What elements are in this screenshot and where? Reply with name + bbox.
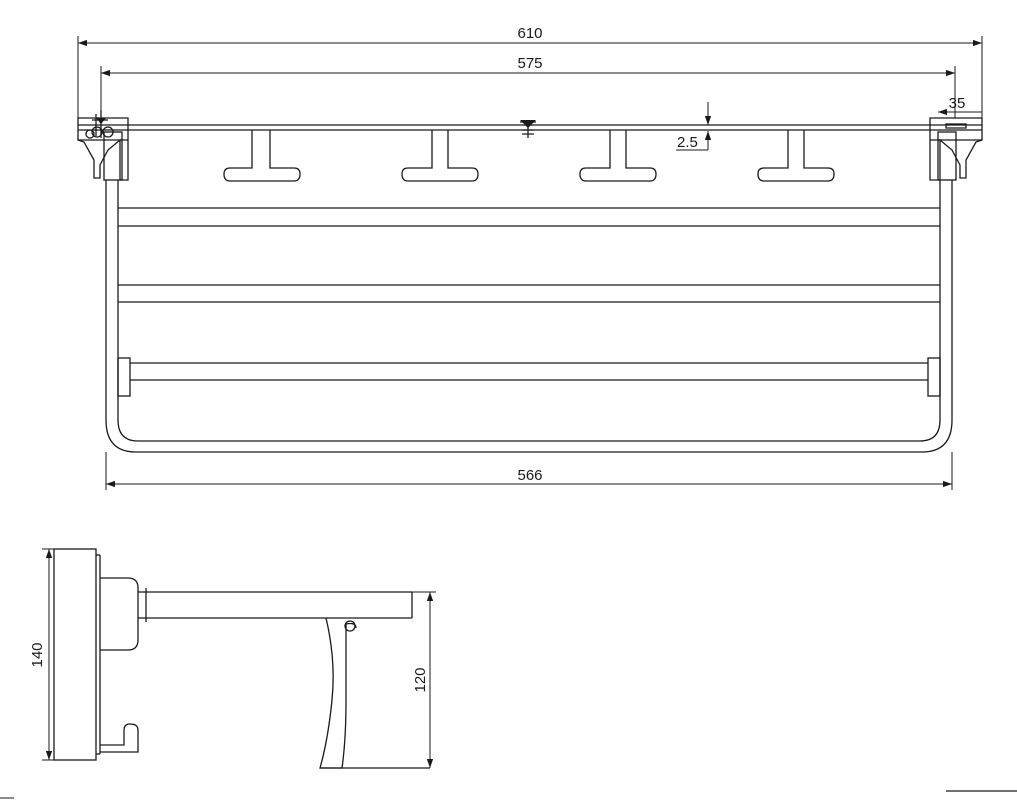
bracket-block <box>100 577 147 651</box>
shelf-arm <box>146 591 413 619</box>
side-view: 140 <box>29 548 436 769</box>
dimension-bracket-width: 35 <box>938 95 982 118</box>
wall-plate <box>53 548 101 761</box>
shelf-drop-label: 120 <box>412 667 429 692</box>
dimension-side-height: 140 <box>29 548 96 761</box>
dimension-shelf-drop: 120 <box>412 591 436 768</box>
shelf-bars <box>118 207 940 303</box>
side-posts <box>105 180 953 420</box>
mount-width-label: 575 <box>517 55 542 72</box>
bottom-width-label: 566 <box>517 467 542 484</box>
dimension-bottom-width: 566 <box>105 452 953 490</box>
overall-width-label: 610 <box>517 25 542 42</box>
lower-towel-bar <box>117 357 941 397</box>
hook-3 <box>579 130 657 182</box>
plate-thickness-label: 2.5 <box>677 134 698 151</box>
bottom-loop <box>105 419 953 453</box>
right-wall-bracket <box>929 117 983 181</box>
bracket-width-label: 35 <box>949 95 966 112</box>
side-hook <box>100 723 139 753</box>
hook-1 <box>223 130 301 182</box>
side-height-label: 140 <box>29 642 46 667</box>
hook-2 <box>401 130 479 182</box>
hook-4 <box>757 130 835 182</box>
dimension-mount-width: 575 <box>100 55 956 118</box>
drop-bar <box>319 617 430 769</box>
hooks <box>223 130 835 182</box>
dimension-plate-thickness: 2.5 <box>676 102 712 151</box>
dimension-overall-width: 610 <box>77 25 983 124</box>
front-view: 610 575 35 2.5 <box>77 25 983 490</box>
left-wall-bracket <box>77 110 129 181</box>
top-plate <box>78 120 982 138</box>
title-block-fragment <box>0 790 1017 799</box>
